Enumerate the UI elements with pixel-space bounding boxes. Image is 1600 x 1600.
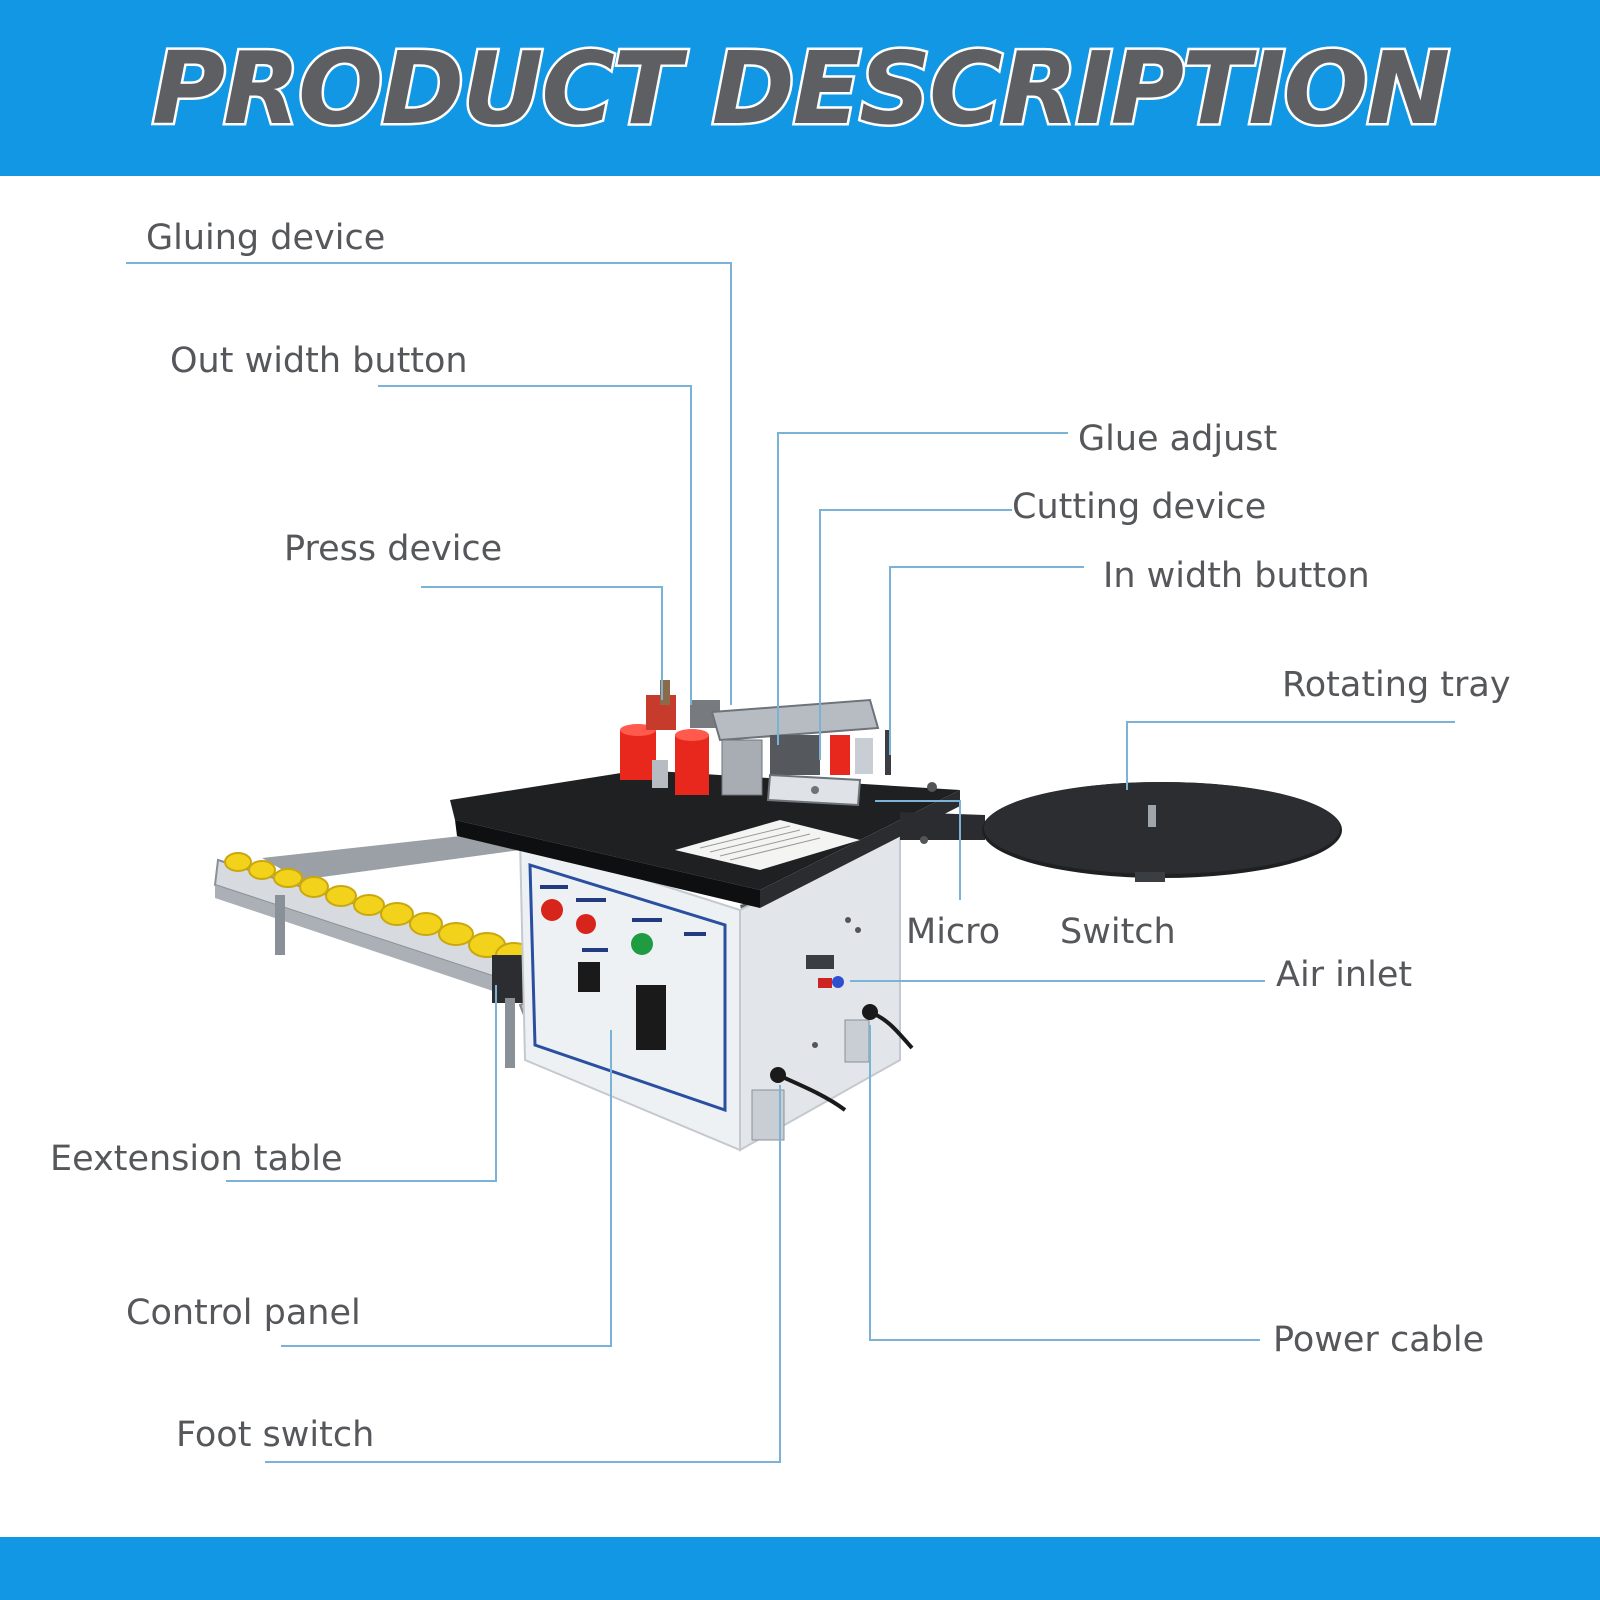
- label-press-device: Press device: [284, 529, 503, 569]
- leader-rotating-tray: [1126, 721, 1455, 790]
- label-micro: Micro: [906, 912, 1001, 952]
- label-glue-adjust: Glue adjust: [1078, 419, 1278, 459]
- leader-power-cable: [869, 1025, 1260, 1341]
- header-band: [0, 0, 1600, 176]
- leader-foot-switch: [265, 1085, 781, 1463]
- leader-extension-table: [226, 985, 497, 1182]
- label-air-inlet: Air inlet: [1276, 955, 1413, 995]
- leader-control-panel: [281, 1030, 612, 1347]
- label-in-width-button: In width button: [1103, 556, 1370, 596]
- leader-lines: [126, 262, 1455, 1463]
- leader-cutting-device: [819, 509, 1012, 760]
- leader-gluing-device: [126, 262, 732, 705]
- label-foot-switch: Foot switch: [176, 1415, 375, 1455]
- label-control-panel: Control panel: [126, 1293, 361, 1333]
- rotating-tray-illustration: [900, 782, 1342, 882]
- label-gluing-device: Gluing device: [146, 218, 386, 258]
- leader-in-width-button: [889, 566, 1084, 755]
- top-devices-illustration: [620, 680, 937, 844]
- leader-glue-adjust: [777, 432, 1068, 745]
- label-switch: Switch: [1060, 912, 1176, 952]
- label-extension-table: Eextension table: [50, 1139, 343, 1179]
- footer-band: [0, 1537, 1600, 1600]
- leader-micro-switch: [875, 800, 961, 900]
- leader-press-device: [421, 586, 663, 700]
- label-rotating-tray: Rotating tray: [1282, 665, 1511, 705]
- leader-out-width-button: [378, 385, 692, 705]
- label-power-cable: Power cable: [1273, 1320, 1485, 1360]
- edge-banding-machine-illustration: [213, 680, 1342, 1152]
- page-title: PRODUCT DESCRIPTION: [149, 27, 1452, 149]
- cabinet-illustration: [518, 828, 914, 1152]
- label-out-width-button: Out width button: [170, 341, 468, 381]
- label-cutting-device: Cutting device: [1012, 487, 1267, 527]
